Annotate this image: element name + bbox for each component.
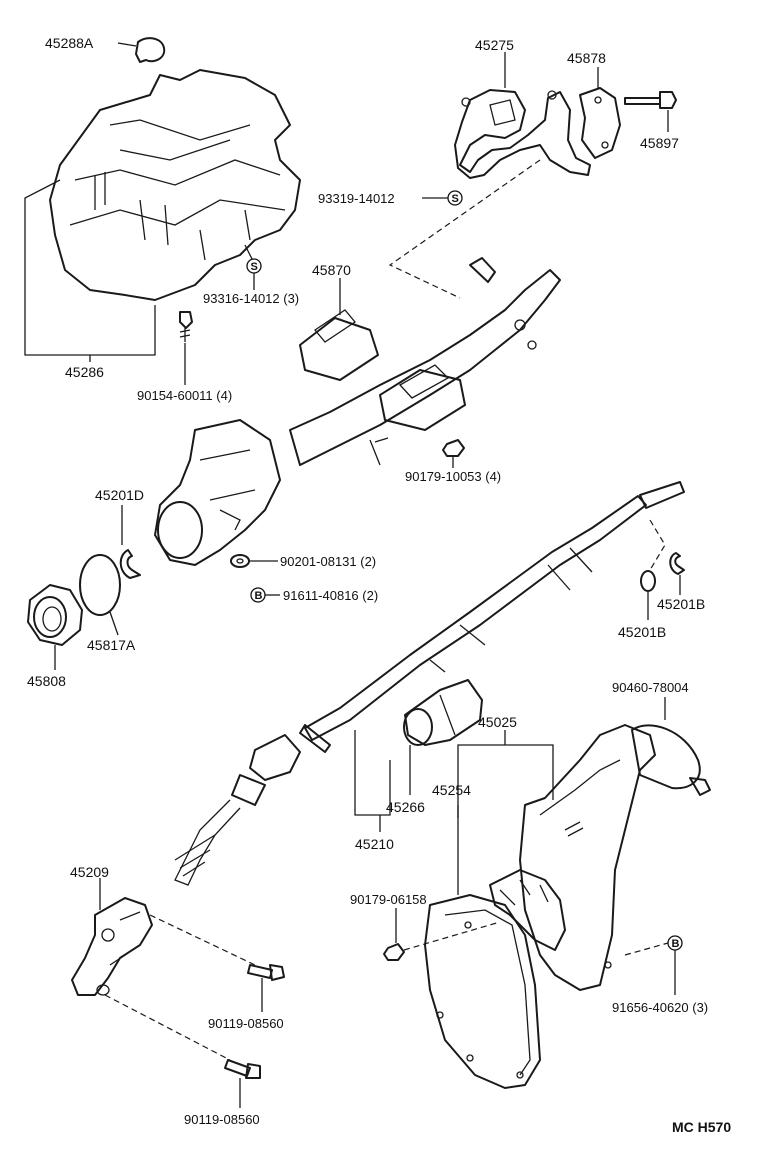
bearing-45808-shape (27, 584, 83, 646)
label-45878: 45878 (567, 50, 606, 66)
bracket-45210 (354, 730, 391, 816)
label-93316: 93316-14012 (3) (203, 291, 299, 306)
label-90119b: 90119-08560 (184, 1112, 260, 1127)
column-tube-45870-shape (289, 257, 561, 466)
symbol-s-93319 (447, 190, 463, 206)
clamp-90460-shape (631, 724, 711, 796)
snap-ring-45201D-shape (119, 549, 141, 579)
label-90460: 90460-78004 (612, 680, 689, 695)
symbol-s-93316-text: S (251, 261, 258, 273)
symbol-b-91611-text: B (255, 590, 263, 602)
label-45201D: 45201D (95, 487, 144, 503)
label-90154: 90154-60011 (4) (137, 388, 232, 403)
label-91611: 91611-40816 (2) (283, 588, 378, 603)
bracket-45275-shape (454, 89, 591, 179)
dashed-link-90119b (104, 994, 231, 1061)
main-shaft-45210-shape (174, 481, 685, 886)
label-45808: 45808 (27, 673, 66, 689)
column-cover-shape (49, 69, 301, 301)
label-90119a: 90119-08560 (208, 1016, 284, 1031)
label-45210: 45210 (355, 836, 394, 852)
label-45025: 45025 (478, 714, 517, 730)
snap-ring-45201B-b-shape (669, 552, 685, 575)
bracket-45286 (24, 179, 156, 356)
bolt-45897-shape (624, 91, 677, 109)
dashed-link-90119a (149, 914, 256, 966)
label-45286: 45286 (65, 364, 104, 380)
nut-90179a-shape (442, 439, 465, 457)
label-90201: 90201-08131 (2) (280, 554, 376, 569)
label-93319: 93319-14012 (318, 191, 395, 206)
bolt-90119a-shape (247, 964, 285, 981)
label-45266: 45266 (386, 799, 425, 815)
label-45870: 45870 (312, 262, 351, 278)
label-45288A: 45288A (45, 35, 94, 51)
snap-ring-45201B-a-shape (640, 570, 656, 592)
bushing-45266-shape (403, 679, 483, 746)
label-90179a: 90179-10053 (4) (405, 469, 501, 484)
u-joint-45209-shape (71, 897, 153, 996)
screw-90154-shape (179, 311, 193, 342)
nut-90179b-shape (383, 943, 405, 961)
washer-90201-shape (230, 554, 250, 568)
diagram-code: MC H570 (672, 1119, 731, 1135)
label-91656: 91656-40620 (3) (612, 1000, 708, 1015)
label-45209: 45209 (70, 864, 109, 880)
label-45254: 45254 (432, 782, 471, 798)
label-45817A: 45817A (87, 637, 136, 653)
dashed-link-bracket (388, 159, 541, 299)
clamp-45878-shape (579, 87, 621, 159)
bracket-45025 (457, 744, 554, 818)
clip-45288A-shape (135, 37, 166, 63)
label-45275: 45275 (475, 37, 514, 53)
o-ring-45817A-shape (79, 554, 121, 616)
symbol-s-93319-text: S (452, 193, 459, 205)
dashed-link-45201B (649, 519, 666, 571)
dashed-link-91656 (624, 942, 669, 956)
label-90179b: 90179-06158 (350, 892, 427, 907)
dashed-link-90179b (403, 921, 501, 951)
symbol-b-91656-text: B (672, 938, 680, 950)
bolt-90119b-shape (224, 1059, 261, 1079)
leader-45817A (109, 611, 119, 636)
leader-45288A (117, 42, 137, 47)
label-45201B-left: 45201B (618, 624, 666, 640)
label-45897: 45897 (640, 135, 679, 151)
lower-housing-shape (154, 419, 281, 566)
label-45201B-right: 45201B (657, 596, 705, 612)
boot-45025-shape (424, 724, 656, 1089)
